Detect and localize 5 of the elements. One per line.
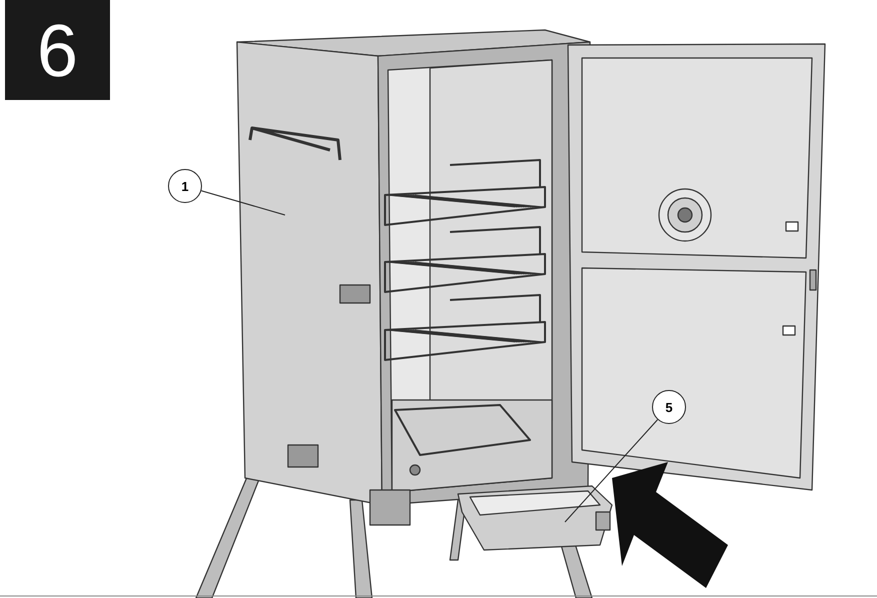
smoker-cabinet-drawing (195, 29, 826, 598)
callout-number: 1 (168, 169, 202, 203)
leader-line (564, 419, 658, 522)
leader-line (200, 190, 286, 216)
step-number: 6 (5, 0, 110, 100)
